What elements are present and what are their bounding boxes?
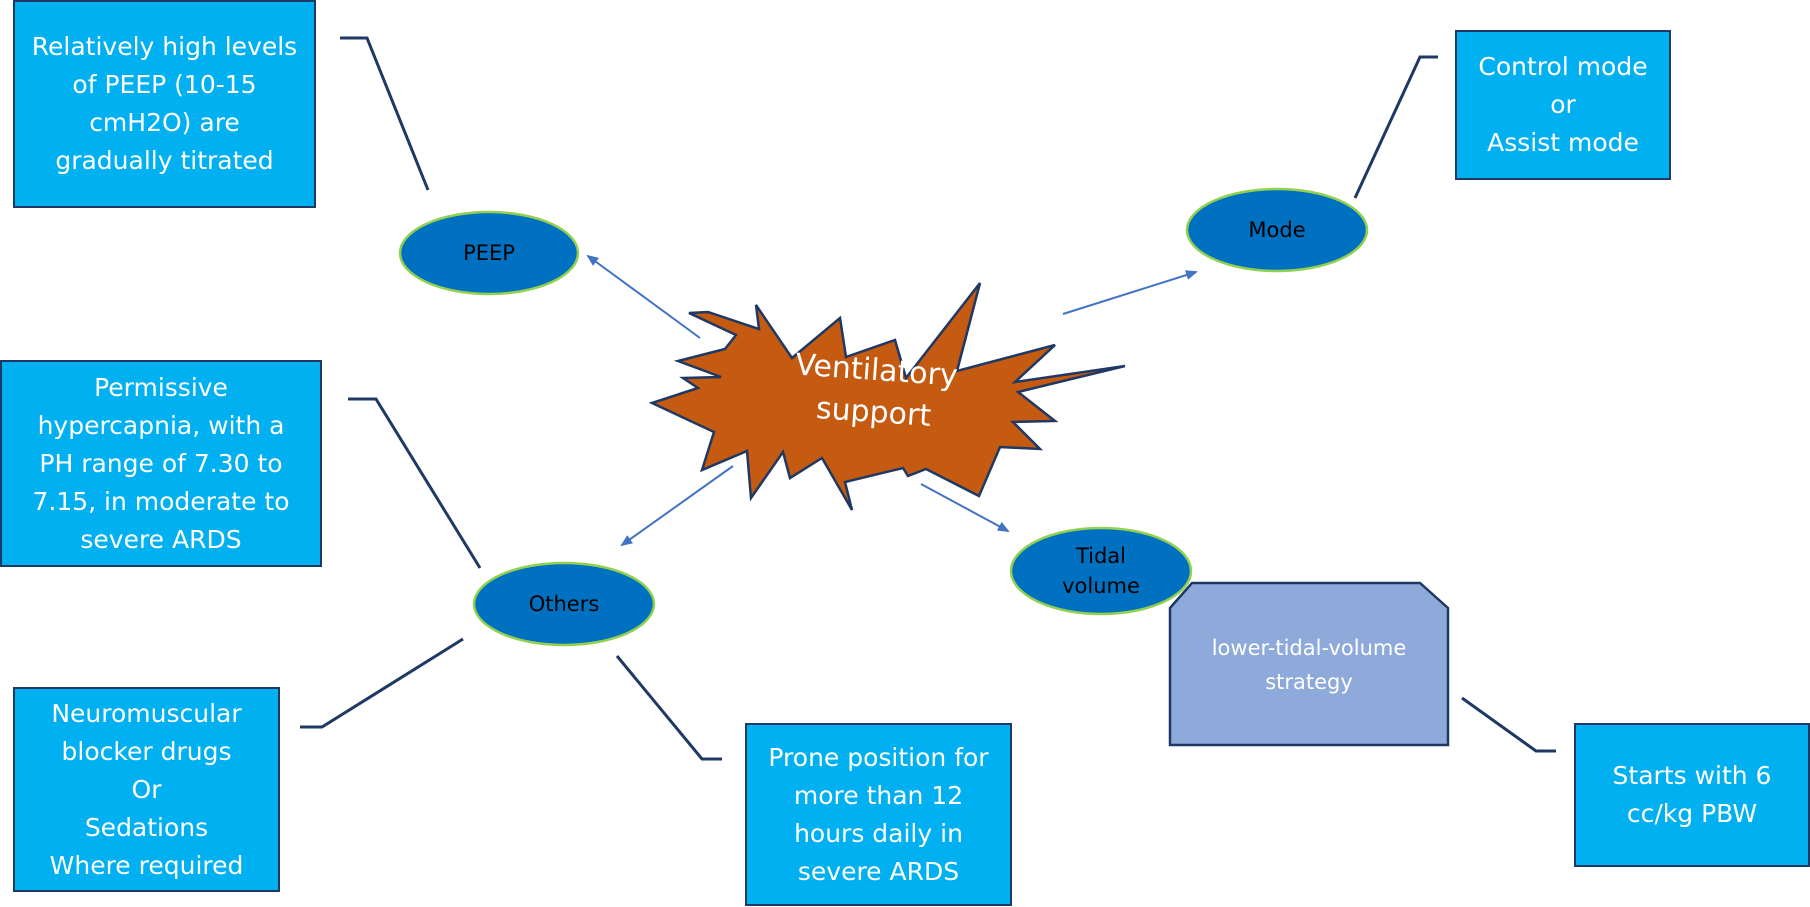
- ventilatory-support-label: Ventilatory support: [794, 347, 959, 434]
- prone-detail-box: Prone position for more than 12 hours da…: [745, 723, 1012, 906]
- prone-detail-text: Prone position for more than 12 hours da…: [768, 742, 989, 886]
- others-node: [472, 561, 656, 647]
- connector-mode: [1353, 55, 1438, 199]
- arrow-to-mode: [1062, 270, 1198, 315]
- others-node-label: Others: [528, 592, 600, 616]
- mode-node: [1185, 187, 1369, 273]
- tidal-volume-node: [1009, 526, 1193, 616]
- tidal-volume-node-label: Tidal volume: [1062, 544, 1140, 598]
- connector-hypercapnia: [348, 397, 482, 569]
- neuromuscular-detail-text: Neuromuscular blocker drugs Or Sedations…: [49, 698, 244, 880]
- peep-node-label: PEEP: [463, 241, 515, 265]
- connector-prone: [615, 655, 722, 761]
- hypercapnia-detail-box: Permissive hypercapnia, with a PH range …: [0, 360, 322, 567]
- lower-tidal-volume-strategy-label: lower-tidal-volume strategy: [1211, 636, 1407, 694]
- mode-node-label: Mode: [1248, 218, 1306, 242]
- hypercapnia-detail-text: Permissive hypercapnia, with a PH range …: [32, 372, 290, 554]
- arrow-to-tidal-volume: [920, 483, 1010, 532]
- peep-detail-box: Relatively high levels of PEEP (10-15 cm…: [13, 0, 316, 208]
- lower-tidal-volume-strategy-shape: [1168, 581, 1450, 747]
- connector-peep: [340, 36, 430, 191]
- tidal-detail-box: Starts with 6 cc/kg PBW: [1574, 723, 1810, 867]
- peep-node: [398, 210, 580, 296]
- arrow-to-others: [620, 465, 734, 547]
- connector-neuromuscular: [300, 637, 464, 729]
- tidal-detail-text: Starts with 6 cc/kg PBW: [1612, 761, 1772, 828]
- mode-detail-text: Control mode or Assist mode: [1478, 52, 1648, 157]
- connector-tidal: [1461, 696, 1556, 753]
- ventilatory-support-burst: [648, 282, 1126, 511]
- arrow-to-peep: [586, 254, 701, 339]
- peep-detail-text: Relatively high levels of PEEP (10-15 cm…: [31, 32, 298, 175]
- neuromuscular-detail-box: Neuromuscular blocker drugs Or Sedations…: [13, 687, 280, 892]
- mode-detail-box: Control mode or Assist mode: [1455, 30, 1671, 180]
